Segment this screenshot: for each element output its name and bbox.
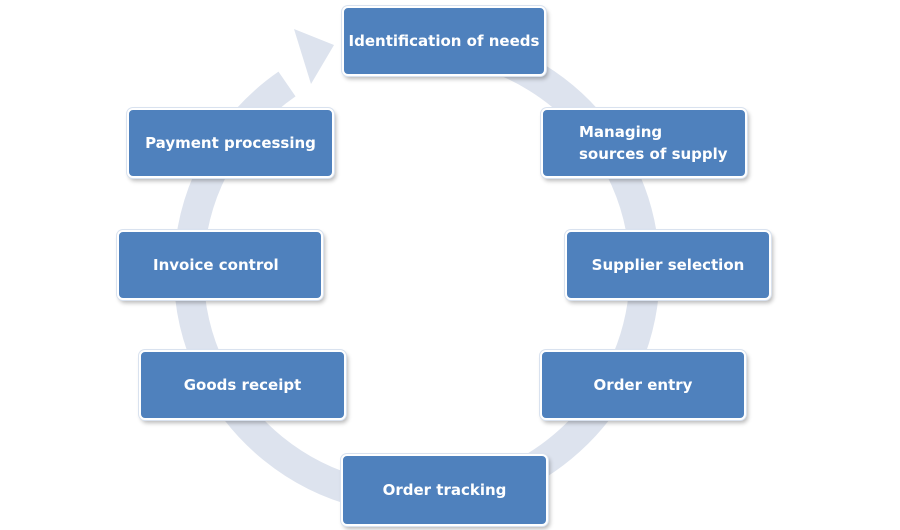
step-goods-receipt: Goods receipt <box>139 350 346 420</box>
step-label: Order tracking <box>382 481 507 499</box>
cycle-arrowhead <box>294 29 334 84</box>
step-label: Order entry <box>593 376 693 394</box>
step-label: Invoice control <box>153 256 279 274</box>
step-order-tracking: Order tracking <box>341 454 548 526</box>
step-supplier-selection: Supplier selection <box>565 230 771 300</box>
step-order-entry: Order entry <box>540 350 746 420</box>
step-payment-processing: Payment processing <box>127 108 334 178</box>
step-label: Identification of needs <box>348 32 540 50</box>
step-label: Supplier selection <box>591 256 745 274</box>
step-label: Goods receipt <box>183 376 302 394</box>
step-invoice-control: Invoice control <box>117 230 323 300</box>
step-managing-sources-of-supply: Managing sources of supply <box>541 108 747 178</box>
step-identification-of-needs: Identification of needs <box>342 6 546 76</box>
step-label: Payment processing <box>145 134 316 152</box>
step-label: Managing sources of supply <box>579 123 728 163</box>
